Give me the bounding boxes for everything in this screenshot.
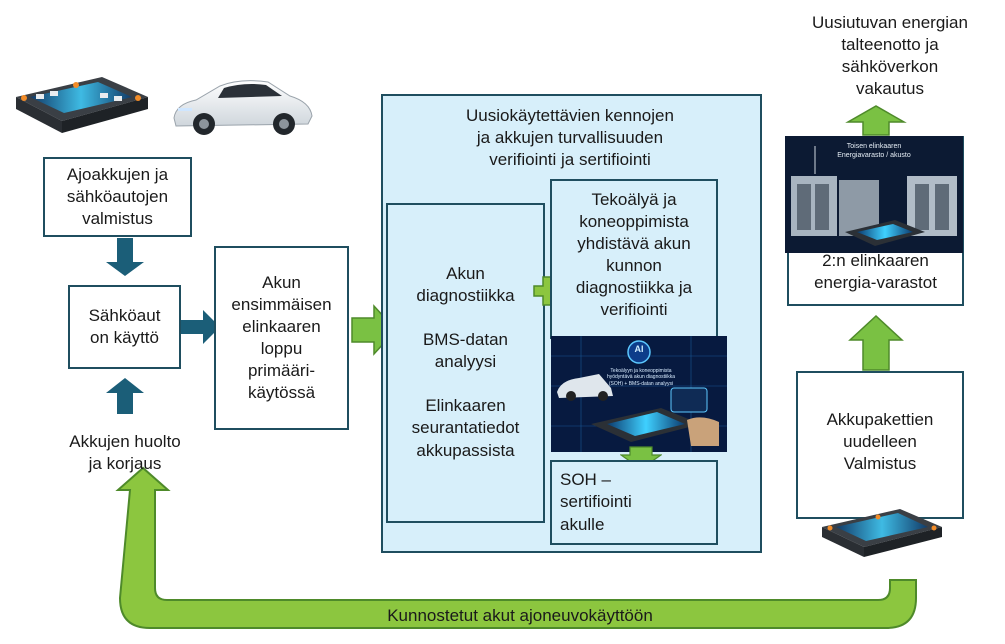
renewables-label: Uusiutuvan energian talteenotto ja sähkö…: [812, 13, 968, 99]
in-use-box: Sähköaut on käyttö: [68, 285, 181, 369]
arrow-storage-to-renewables: [845, 105, 907, 136]
manufacturing-box: Ajoakkujen ja sähköautojen valmistus: [43, 157, 192, 237]
service-label: Akkujen huolto ja korjaus: [69, 432, 181, 474]
lifecycle-passport-label: Elinkaaren seurantatiedot akkupassista: [411, 396, 520, 460]
ai-diagnostics-label: Tekoälyä ja koneoppimista yhdistävä akun…: [575, 190, 693, 320]
ai-diagnostics-box: Tekoälyä ja koneoppimista yhdistävä akun…: [550, 179, 718, 339]
ai-diagnostics-image: AI Tekoälyyn ja koneoppimista hyödyntävä…: [551, 336, 727, 452]
remanufacture-box: Akkupakettien uudelleen Valmistus: [796, 371, 964, 519]
in-use-label: Sähköaut on käyttö: [88, 305, 161, 347]
manufacturing-label: Ajoakkujen ja sähköautojen valmistus: [66, 164, 169, 229]
ai-caption-line-2: hyödyntävä akun diagnostiikka: [606, 374, 676, 381]
soh-label: SOH – sertifiointi akulle: [560, 470, 632, 534]
loop-label: Kunnostetut akut ajoneuvokäyttöön: [387, 606, 653, 625]
diagnostics-label: Akun diagnostiikka: [416, 264, 515, 306]
arrow-service-to-use: [106, 378, 144, 414]
second-life-label: 2:n elinkaaren energia-varastot: [814, 250, 937, 292]
bms-analysis-label: BMS-datan analyysi: [422, 330, 509, 372]
electric-car-image: [168, 72, 316, 138]
ai-image-caption: Tekoälyyn ja koneoppimista hyödyntävä ak…: [591, 368, 691, 387]
ai-diagnostics-icon: [551, 336, 727, 452]
diagnostics-box: Akun diagnostiikka BMS-datan analyysi El…: [386, 203, 545, 523]
battery-pack-image: [10, 63, 152, 141]
end-of-life-label: Akun ensimmäisen elinkaaren loppu primää…: [231, 272, 332, 403]
arrow-remanufacture-to-second-life: [848, 314, 904, 371]
ai-badge: AI: [634, 344, 644, 354]
panel-title: Uusiokäytettävien kennojen ja akkujen tu…: [466, 106, 674, 170]
remanufactured-battery-image: [818, 499, 946, 561]
battery-pack-icon: [16, 77, 148, 133]
arrow-use-to-eol: [181, 310, 220, 344]
soh-box: SOH – sertifiointi akulle: [550, 460, 718, 545]
storage-caption-line-1: Toisen elinkaaren: [846, 143, 902, 150]
reconditioned-loop-arrow: [115, 466, 917, 629]
end-of-life-box: Akun ensimmäisen elinkaaren loppu primää…: [214, 246, 349, 430]
electric-car-icon: [173, 80, 313, 135]
storage-caption-line-2: Energiavarasto / akusto: [837, 152, 911, 160]
energy-storage-icon: [785, 136, 963, 253]
ai-caption-line-3: (SOH) + BMS-datan analyysi: [608, 380, 674, 387]
battery-pack-icon: [822, 509, 942, 557]
remanufacture-label: Akkupakettien uudelleen Valmistus: [826, 410, 934, 474]
arrow-manufacturing-to-use: [106, 238, 144, 276]
ai-caption-line-1: Tekoälyyn ja koneoppimista: [610, 368, 672, 374]
storage-image-caption: Toisen elinkaaren Energiavarasto / akust…: [815, 142, 933, 160]
energy-storage-image: Toisen elinkaaren Energiavarasto / akust…: [785, 136, 963, 253]
